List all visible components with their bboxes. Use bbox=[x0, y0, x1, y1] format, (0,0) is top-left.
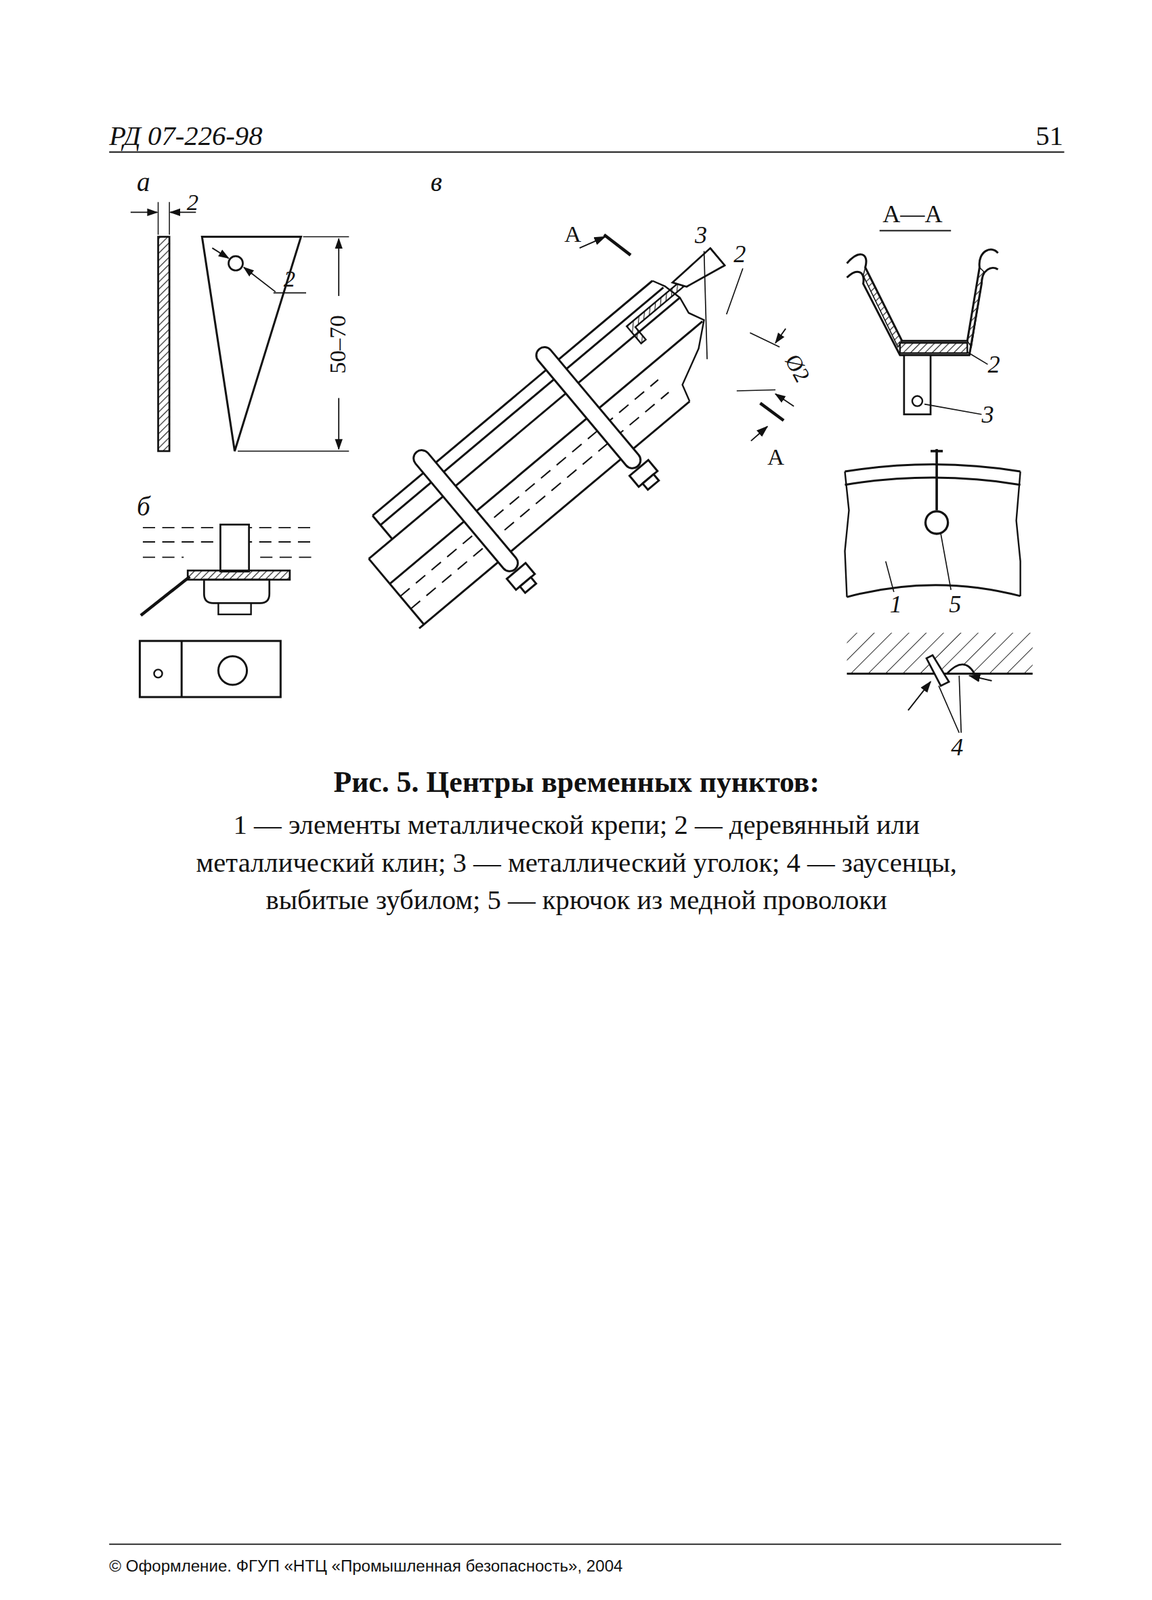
dimension: Ø2 bbox=[780, 350, 814, 386]
callout-number: 3 bbox=[694, 222, 708, 247]
subfigure-letter: а bbox=[136, 169, 151, 196]
callout-number: 4 bbox=[950, 734, 964, 760]
dimension: 2 bbox=[186, 190, 199, 215]
callout-number: 5 bbox=[948, 591, 962, 617]
section-mark: А bbox=[767, 444, 785, 469]
page-number: 51 bbox=[1035, 122, 1064, 151]
figure-title-text: Рис. 5. Центры временных пунктов: bbox=[333, 765, 820, 798]
subfigure-letter: в bbox=[430, 169, 443, 196]
section-title: А—А bbox=[882, 201, 943, 227]
figure-caption: 1 — элементы металлической крепи; 2 — де… bbox=[153, 805, 1001, 920]
section-mark: А bbox=[564, 222, 582, 246]
subfigure-letter: б bbox=[136, 493, 151, 521]
callout-number: 3 bbox=[981, 402, 994, 427]
callout-number: 2 bbox=[987, 352, 1000, 377]
callout-number: 2 bbox=[733, 241, 746, 267]
footer-note: © Оформление. ФГУП «НТЦ «Промышленная бе… bbox=[109, 1558, 623, 1575]
figure-title: Рис. 5. Центры временных пунктов: bbox=[168, 765, 985, 800]
dimension: 50–70 bbox=[325, 314, 350, 374]
callout-number: 1 bbox=[889, 591, 903, 617]
callout-number: 2 bbox=[283, 267, 296, 292]
document-code: РД 07-226-98 bbox=[109, 122, 263, 151]
